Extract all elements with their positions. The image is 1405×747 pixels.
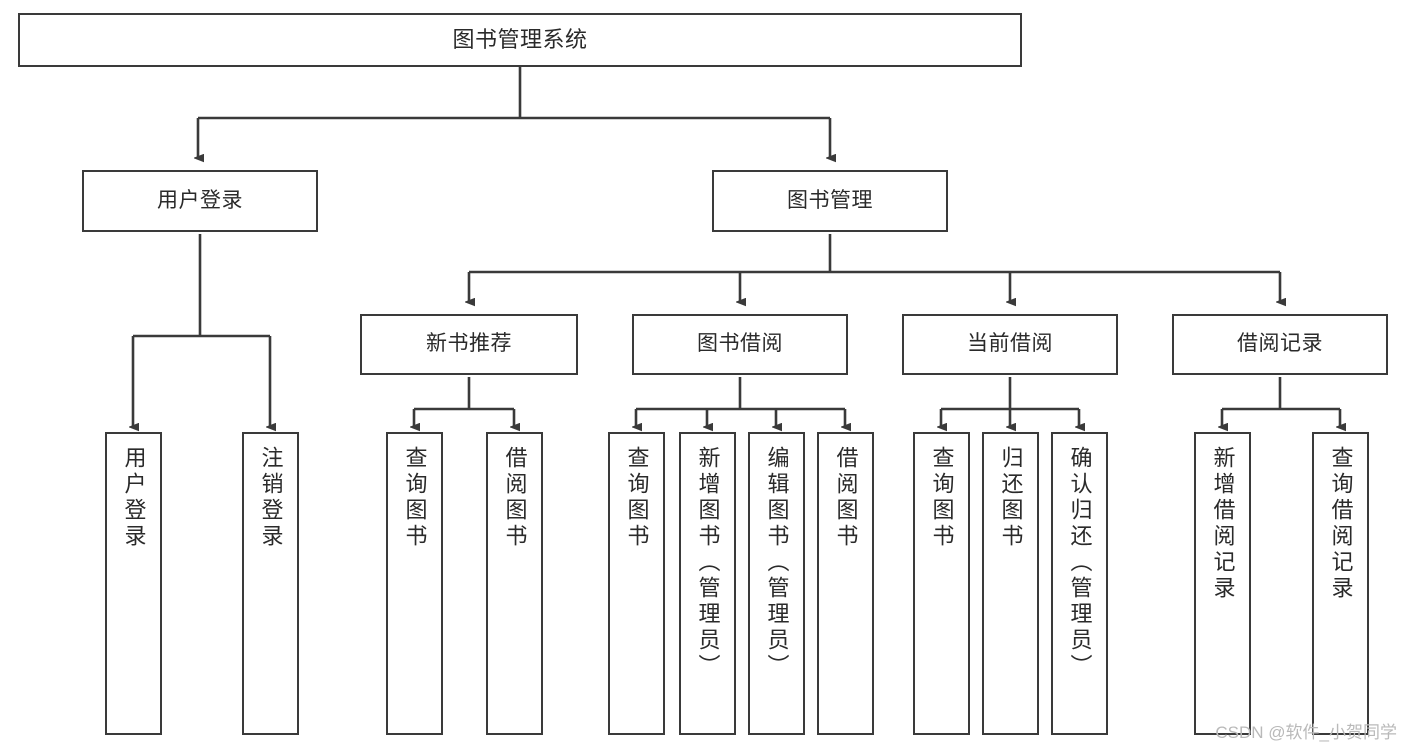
node-label: 新书推荐 bbox=[426, 332, 512, 356]
leaf-current-return-book[interactable]: 归还图书 bbox=[982, 432, 1039, 735]
leaf-borrow-query-book[interactable]: 查询图书 bbox=[608, 432, 665, 735]
node-new-book-recommend[interactable]: 新书推荐 bbox=[360, 314, 578, 375]
node-label: 用户登录 bbox=[157, 188, 243, 212]
node-root-system[interactable]: 图书管理系统 bbox=[18, 13, 1022, 67]
node-label: 图书管理系统 bbox=[452, 27, 588, 53]
node-label: 新增图书（管理员） bbox=[695, 446, 721, 680]
leaf-user-login-login[interactable]: 用户登录 bbox=[105, 432, 162, 735]
node-label: 借阅图书 bbox=[502, 446, 528, 550]
node-label: 当前借阅 bbox=[967, 332, 1053, 356]
node-book-borrow[interactable]: 图书借阅 bbox=[632, 314, 848, 375]
leaf-current-query-book[interactable]: 查询图书 bbox=[913, 432, 970, 735]
leaf-borrow-edit-book-admin[interactable]: 编辑图书（管理员） bbox=[748, 432, 805, 735]
node-borrow-record[interactable]: 借阅记录 bbox=[1172, 314, 1388, 375]
leaf-borrow-add-book-admin[interactable]: 新增图书（管理员） bbox=[679, 432, 736, 735]
leaf-recommend-query-book[interactable]: 查询图书 bbox=[386, 432, 443, 735]
node-label: 查询图书 bbox=[624, 446, 650, 550]
node-label: 用户登录 bbox=[121, 446, 147, 550]
node-label: 查询图书 bbox=[929, 446, 955, 550]
leaf-recommend-borrow-book[interactable]: 借阅图书 bbox=[486, 432, 543, 735]
node-current-borrow[interactable]: 当前借阅 bbox=[902, 314, 1118, 375]
node-label: 图书借阅 bbox=[697, 332, 783, 356]
node-label: 查询借阅记录 bbox=[1328, 446, 1354, 602]
leaf-record-add-record[interactable]: 新增借阅记录 bbox=[1194, 432, 1251, 735]
node-book-management[interactable]: 图书管理 bbox=[712, 170, 948, 232]
leaf-record-query-record[interactable]: 查询借阅记录 bbox=[1312, 432, 1369, 735]
node-label: 借阅图书 bbox=[833, 446, 859, 550]
node-user-login[interactable]: 用户登录 bbox=[82, 170, 318, 232]
node-label: 注销登录 bbox=[258, 446, 284, 550]
node-label: 图书管理 bbox=[787, 188, 873, 212]
node-label: 确认归还（管理员） bbox=[1067, 446, 1093, 680]
node-label: 新增借阅记录 bbox=[1210, 446, 1236, 602]
node-label: 查询图书 bbox=[402, 446, 428, 550]
leaf-current-confirm-return-admin[interactable]: 确认归还（管理员） bbox=[1051, 432, 1108, 735]
leaf-user-login-logout[interactable]: 注销登录 bbox=[242, 432, 299, 735]
leaf-borrow-borrow-book[interactable]: 借阅图书 bbox=[817, 432, 874, 735]
node-label: 借阅记录 bbox=[1237, 332, 1323, 356]
watermark: CSDN @软件_小贺同学 bbox=[1215, 723, 1397, 742]
node-label: 归还图书 bbox=[998, 446, 1024, 550]
node-label: 编辑图书（管理员） bbox=[764, 446, 790, 680]
